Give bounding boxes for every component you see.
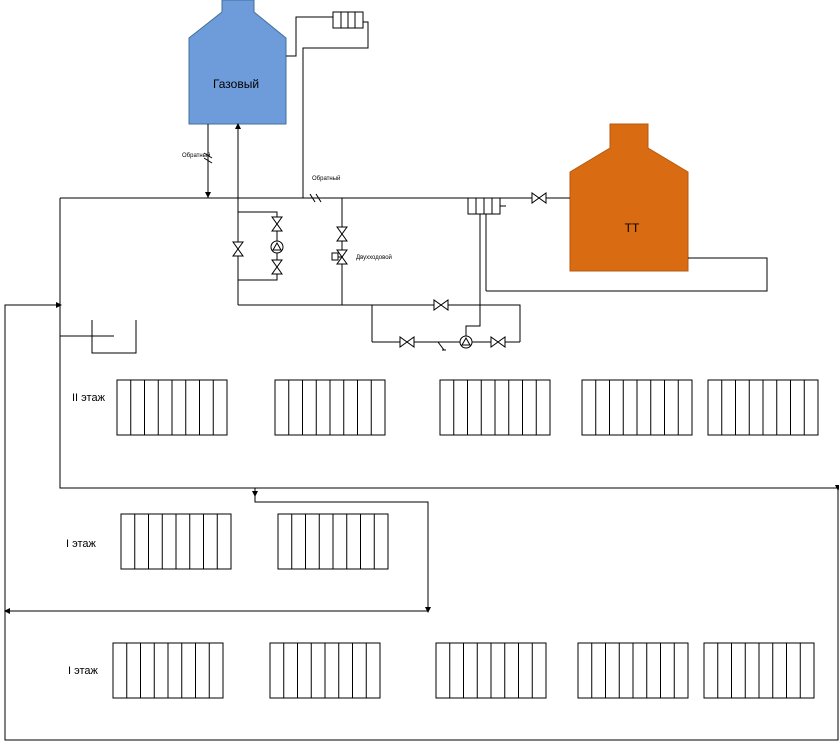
solid-fuel-boiler: ТТ	[569, 123, 689, 272]
radiator-upper-2	[274, 379, 386, 436]
floor-label-lower: I этаж	[68, 665, 99, 677]
pipe-left-riser	[4, 198, 839, 741]
arrow-middle-floor-down	[425, 607, 431, 613]
two-way-valve-icon	[331, 249, 348, 265]
valve-mixing-right-icon	[490, 336, 506, 348]
check-valve-main-icon	[309, 193, 322, 203]
pipe-pump-riser	[465, 214, 481, 336]
floor-labels: II этаж I этаж I этаж	[66, 392, 106, 677]
radiator-upper-1	[116, 379, 228, 436]
valve-two-way-top-icon	[336, 226, 348, 242]
arrow-right-riser	[835, 485, 839, 491]
valve-mixing-top-icon	[433, 299, 449, 311]
gas-boiler-body	[188, 0, 287, 125]
floor-label-upper: II этаж	[72, 392, 106, 404]
radiator-lower-1	[112, 642, 224, 699]
pump-gas-icon	[270, 240, 284, 254]
valve-tt-inlet-icon	[531, 192, 547, 204]
valve-gas-pump-bottom-icon	[271, 259, 283, 275]
arrow-gas-supply	[235, 123, 241, 129]
check-valve-gas-icon	[203, 152, 213, 164]
pipe-tt-return-loop	[486, 257, 768, 292]
gas-boiler: Газовый	[188, 0, 287, 125]
heat-exchanger-main	[467, 197, 506, 215]
pipe-mixing-loop-top	[371, 304, 521, 342]
flow-arrows	[4, 123, 839, 614]
arrow-lower-floor-left	[4, 608, 10, 614]
radiator-middle-1	[120, 513, 232, 570]
arrow-middle-floor	[252, 491, 258, 497]
heat-exchanger-top	[332, 11, 364, 29]
radiator-upper-3	[439, 379, 551, 436]
valve-gas-pump-top-icon	[271, 216, 283, 232]
pipe-exchanger-return-top	[302, 21, 369, 198]
arrow-gas-return	[205, 192, 211, 198]
check-valve-gas-label: Обратный	[182, 152, 210, 159]
pipe-middle-floor-supply	[5, 488, 429, 612]
radiator-lower-3	[435, 642, 547, 699]
solid-fuel-boiler-body	[569, 123, 689, 272]
valve-gas-left-icon	[232, 241, 244, 257]
gas-boiler-label: Газовый	[213, 77, 259, 91]
arrow-left-riser-in	[56, 302, 62, 308]
filter-icon	[432, 341, 446, 351]
radiator-upper-5	[707, 379, 819, 436]
radiator-lower-4	[577, 642, 689, 699]
radiator-middle-2	[277, 513, 389, 570]
radiator-upper-4	[581, 379, 693, 436]
pipework	[4, 16, 839, 741]
radiator-lower-5	[703, 642, 815, 699]
solid-fuel-boiler-label: ТТ	[625, 221, 640, 235]
floor-label-middle: I этаж	[66, 538, 97, 550]
radiators	[112, 379, 819, 699]
two-way-valve-label: Двухходовой	[356, 254, 392, 261]
fittings: Обратный Обратный	[182, 11, 547, 351]
radiator-lower-2	[269, 642, 381, 699]
pump-mixing-icon	[459, 335, 473, 349]
check-valve-main-label: Обратный	[312, 175, 340, 182]
valve-mixing-left-icon	[399, 336, 415, 348]
pipe-gas-flow-top	[286, 16, 333, 57]
